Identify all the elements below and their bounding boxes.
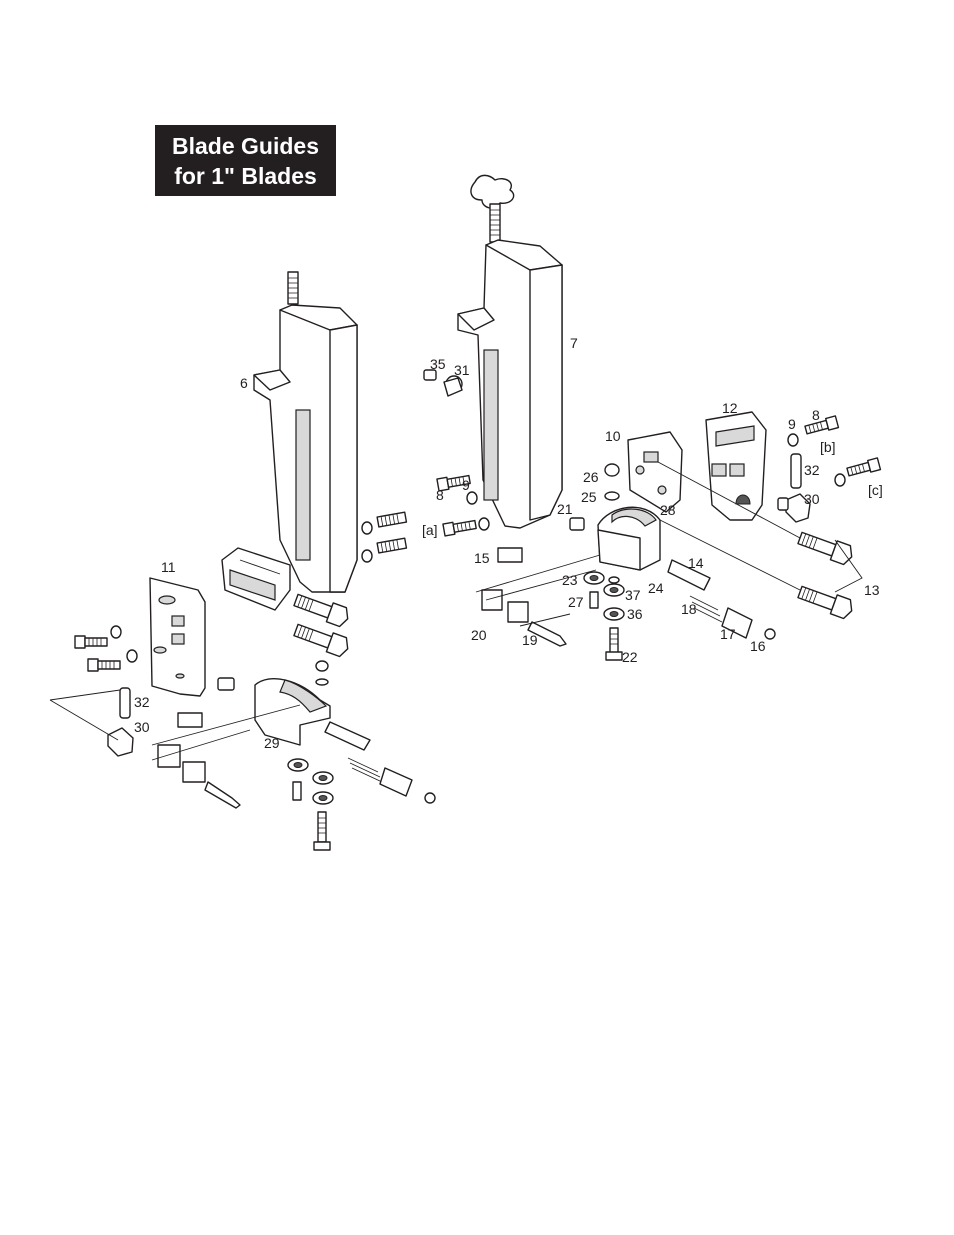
callout-25: 25 [581, 489, 597, 505]
callout-20: 20 [471, 627, 487, 643]
guide-post-right [457, 174, 563, 529]
pin-and-screw-left [49, 687, 134, 757]
callout-30b: 30 [804, 491, 820, 507]
callout-32a: 32 [134, 694, 150, 710]
callout-24: 24 [648, 580, 664, 596]
callout-7: 7 [570, 335, 578, 351]
bearing-assembly-lower-left [151, 660, 436, 851]
callout-17: 17 [720, 626, 736, 642]
callout-19: 19 [522, 632, 538, 648]
callout-13: 13 [864, 582, 880, 598]
callout-32b: 32 [804, 462, 820, 478]
callout-23: 23 [562, 572, 578, 588]
callout-9b: 9 [788, 416, 796, 432]
callout-10: 10 [605, 428, 621, 444]
callout-29: 29 [264, 735, 280, 751]
pin-and-screw-right [423, 369, 811, 523]
callout-26: 26 [583, 469, 599, 485]
callout-27: 27 [568, 594, 584, 610]
callout-36: 36 [627, 606, 643, 622]
guide-brackets-right [627, 411, 767, 521]
callout-37: 37 [625, 587, 641, 603]
ref-c: [c] [868, 482, 883, 498]
callout-6: 6 [240, 375, 248, 391]
callout-11: 11 [161, 559, 176, 575]
callout-30a: 30 [134, 719, 150, 735]
title-line-2: for 1" Blades [174, 162, 317, 189]
guide-bracket-left [149, 577, 206, 697]
callout-18: 18 [681, 601, 697, 617]
callout-8b: 8 [812, 407, 820, 423]
callout-8a: 8 [436, 487, 444, 503]
callout-28: 28 [660, 502, 676, 518]
guide-post-left [253, 271, 358, 593]
ref-b: [b] [820, 439, 836, 455]
bolts-left-side [74, 511, 408, 672]
guide-block-upper-left [221, 547, 291, 611]
bolts-right-side [436, 415, 882, 620]
diagram-title: Blade Guides for 1" Blades [155, 125, 336, 196]
callout-21: 21 [557, 501, 573, 517]
ref-a: [a] [422, 522, 438, 538]
callout-31: 31 [454, 362, 470, 378]
bearing-assembly-lower-right [475, 463, 776, 661]
callout-15: 15 [474, 550, 490, 566]
callout-9a: 9 [462, 477, 470, 493]
callout-12: 12 [722, 400, 738, 416]
callout-22: 22 [622, 649, 638, 665]
callout-14: 14 [688, 555, 704, 571]
part-callouts: 6 7 35 31 12 10 9 8 [b] 32 30 [c] 26 25 … [134, 335, 883, 751]
title-line-1: Blade Guides [172, 132, 319, 159]
callout-35: 35 [430, 356, 446, 372]
callout-16: 16 [750, 638, 766, 654]
